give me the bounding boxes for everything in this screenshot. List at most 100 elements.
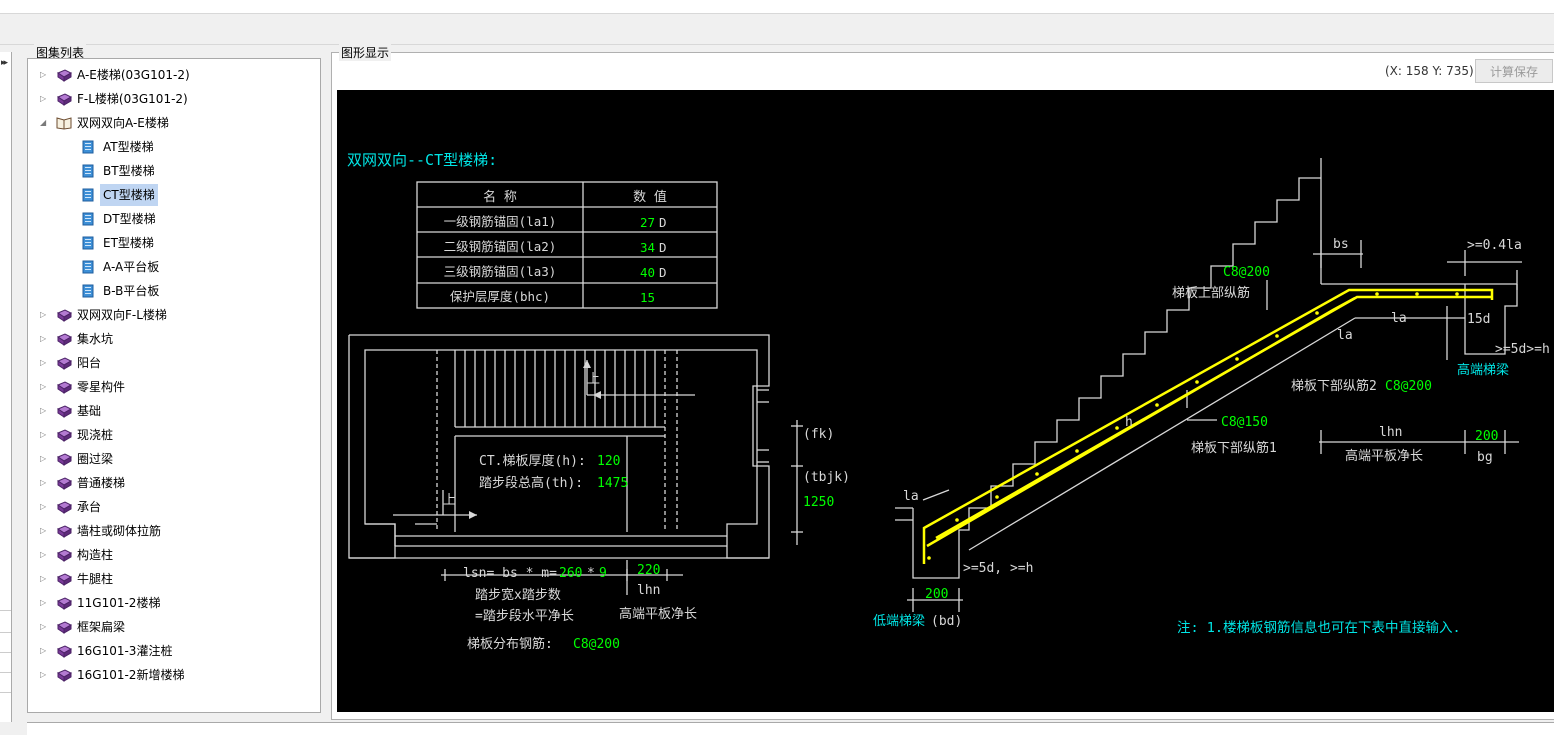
- tree-item-label: 现浇桩: [77, 428, 114, 442]
- collapsed-triangle-icon[interactable]: ▷: [40, 334, 47, 343]
- tree-item[interactable]: B-B平台板: [28, 280, 318, 302]
- collapsed-triangle-icon[interactable]: ▷: [40, 358, 47, 367]
- table-row-value[interactable]: 27: [640, 215, 655, 230]
- tree-item[interactable]: ▷集水坑: [28, 328, 318, 350]
- tree-item[interactable]: ▷ F-L楼梯(03G101-2): [28, 88, 318, 110]
- tree-item[interactable]: ▷构造柱: [28, 544, 318, 566]
- stair-section-outline: [895, 158, 1518, 579]
- tree-item[interactable]: ▷16G101-2新增楼梯: [28, 664, 318, 686]
- collapsed-triangle-icon[interactable]: ▷: [40, 382, 47, 391]
- tree-item[interactable]: ▷阳台: [28, 352, 318, 374]
- lhn-dim-label: lhn: [1379, 425, 1402, 440]
- tree-item[interactable]: ▷16G101-3灌注桩: [28, 640, 318, 662]
- calc-save-button[interactable]: 计算保存: [1475, 59, 1553, 83]
- table-row-value[interactable]: 40: [640, 265, 655, 280]
- table-row-name: 一级钢筋锚固(la1): [444, 214, 557, 229]
- book-icon: [56, 645, 72, 658]
- collapsed-triangle-icon[interactable]: ▷: [40, 310, 47, 319]
- high-platform-label: 高端平板净长: [619, 606, 697, 622]
- collapsed-triangle-icon[interactable]: ▷: [40, 478, 47, 487]
- graphic-panel-title: 图形显示: [339, 44, 392, 61]
- collapsed-triangle-icon[interactable]: ▷: [40, 430, 47, 439]
- tree-item[interactable]: ◢双网双向A-E楼梯: [28, 112, 318, 134]
- table-row-value[interactable]: 15: [640, 290, 655, 305]
- plan-length-dimension: [441, 560, 683, 595]
- tree-item[interactable]: ▷框架扁梁: [28, 616, 318, 638]
- tree-item[interactable]: AT型楼梯: [28, 136, 318, 158]
- page-icon: [82, 164, 94, 178]
- double-chevron-right-icon[interactable]: ▸▸: [1, 58, 8, 68]
- tree-item-label: 圈过梁: [77, 452, 114, 466]
- collapsed-side-panel[interactable]: ▸▸: [0, 52, 12, 722]
- collapsed-triangle-icon[interactable]: ▷: [40, 598, 47, 607]
- tree-item[interactable]: ▷墙柱或砌体拉筋: [28, 520, 318, 542]
- collapsed-triangle-icon[interactable]: ▷: [40, 406, 47, 415]
- collapsed-triangle-icon[interactable]: ▷: [40, 574, 47, 583]
- thickness-value[interactable]: 120: [597, 454, 620, 469]
- expanded-triangle-icon[interactable]: ◢: [40, 118, 47, 127]
- drawing-title: 双网双向--CT型楼梯:: [347, 151, 497, 169]
- tree-item-label: F-L楼梯(03G101-2): [77, 92, 188, 106]
- book-icon: [56, 333, 72, 346]
- tree-item[interactable]: ▷双网双向F-L楼梯: [28, 304, 318, 326]
- bs-dim-label: bs: [1333, 237, 1349, 252]
- collapsed-triangle-icon[interactable]: ▷: [40, 70, 47, 79]
- bottom-rebar1-value[interactable]: C8@150: [1221, 415, 1268, 430]
- tree-item[interactable]: ▷ 圈过梁: [28, 448, 318, 470]
- tree-item[interactable]: DT型楼梯: [28, 208, 318, 230]
- tree-item-label: BT型楼梯: [103, 164, 155, 178]
- tree-item-label: 牛腿柱: [77, 572, 114, 586]
- table-row-value[interactable]: 34: [640, 240, 655, 255]
- collapsed-triangle-icon[interactable]: ▷: [40, 526, 47, 535]
- tree-item[interactable]: ▷基础: [28, 400, 318, 422]
- toolbar-strip: [0, 13, 1554, 45]
- collapsed-triangle-icon[interactable]: ▷: [40, 502, 47, 511]
- book-icon: [56, 501, 72, 514]
- tree-item[interactable]: ▷ 现浇桩: [28, 424, 318, 446]
- tree-item-label: 11G101-2楼梯: [77, 596, 161, 610]
- bg-value[interactable]: 200: [1475, 429, 1498, 444]
- tree-item[interactable]: BT型楼梯: [28, 160, 318, 182]
- table-row-unit: D: [659, 265, 667, 280]
- bottom-rebar2-value[interactable]: C8@200: [1385, 379, 1432, 394]
- tree-item[interactable]: ▷ 11G101-2楼梯: [28, 592, 318, 614]
- bd-value[interactable]: 200: [925, 587, 948, 602]
- tree-item[interactable]: ▷ 牛腿柱: [28, 568, 318, 590]
- collapsed-triangle-icon[interactable]: ▷: [40, 454, 47, 463]
- height-label: 踏步段总高(th):: [479, 475, 583, 491]
- collapsed-triangle-icon[interactable]: ▷: [40, 94, 47, 103]
- plan-step-hatch: [464, 350, 656, 427]
- atlas-tree[interactable]: ▷A-E楼梯(03G101-2)▷F-L楼梯(03G101-2)◢双网双向A-E…: [27, 58, 321, 713]
- tree-item[interactable]: ▷A-E楼梯(03G101-2): [28, 64, 318, 86]
- step-width-label: 踏步宽x踏步数: [475, 587, 561, 603]
- collapsed-triangle-icon[interactable]: ▷: [40, 646, 47, 655]
- rebar-dots: [927, 292, 1459, 560]
- collapsed-triangle-icon[interactable]: ▷: [40, 670, 47, 679]
- top-rebar-label: 梯板上部纵筋: [1172, 285, 1250, 301]
- page-icon: [82, 212, 94, 226]
- m-value[interactable]: 9: [599, 566, 607, 581]
- la-low-label: la: [903, 489, 919, 504]
- table-row-name: 三级钢筋锚固(la3): [444, 264, 557, 279]
- drawing-canvas[interactable]: 双网双向--CT型楼梯: 名 称 数 值 一级钢筋锚固(la1) 27 D 二级…: [337, 90, 1554, 712]
- book-icon: [56, 621, 72, 634]
- distribution-rebar-value[interactable]: C8@200: [573, 637, 620, 652]
- collapsed-triangle-icon[interactable]: ▷: [40, 550, 47, 559]
- tree-item-label: B-B平台板: [103, 284, 160, 298]
- tree-item[interactable]: CT型楼梯: [28, 184, 318, 206]
- tree-item[interactable]: ▷承台: [28, 496, 318, 518]
- bs-value[interactable]: 260: [559, 566, 582, 581]
- top-rebar-value[interactable]: C8@200: [1223, 265, 1270, 280]
- lhn-value[interactable]: 220: [637, 563, 660, 578]
- page-icon: [82, 188, 94, 202]
- collapsed-triangle-icon[interactable]: ▷: [40, 622, 47, 631]
- tree-item[interactable]: ▷普通楼梯: [28, 472, 318, 494]
- 5d-h-label: >=5d>=h: [1495, 342, 1550, 357]
- high-platform-label: 高端平板净长: [1345, 448, 1423, 464]
- book-icon: [56, 69, 72, 82]
- tree-item[interactable]: ▷零星构件: [28, 376, 318, 398]
- tbjk-value[interactable]: 1250: [803, 495, 834, 510]
- height-value[interactable]: 1475: [597, 476, 628, 491]
- tree-item[interactable]: ET型楼梯: [28, 232, 318, 254]
- tree-item[interactable]: A-A平台板: [28, 256, 318, 278]
